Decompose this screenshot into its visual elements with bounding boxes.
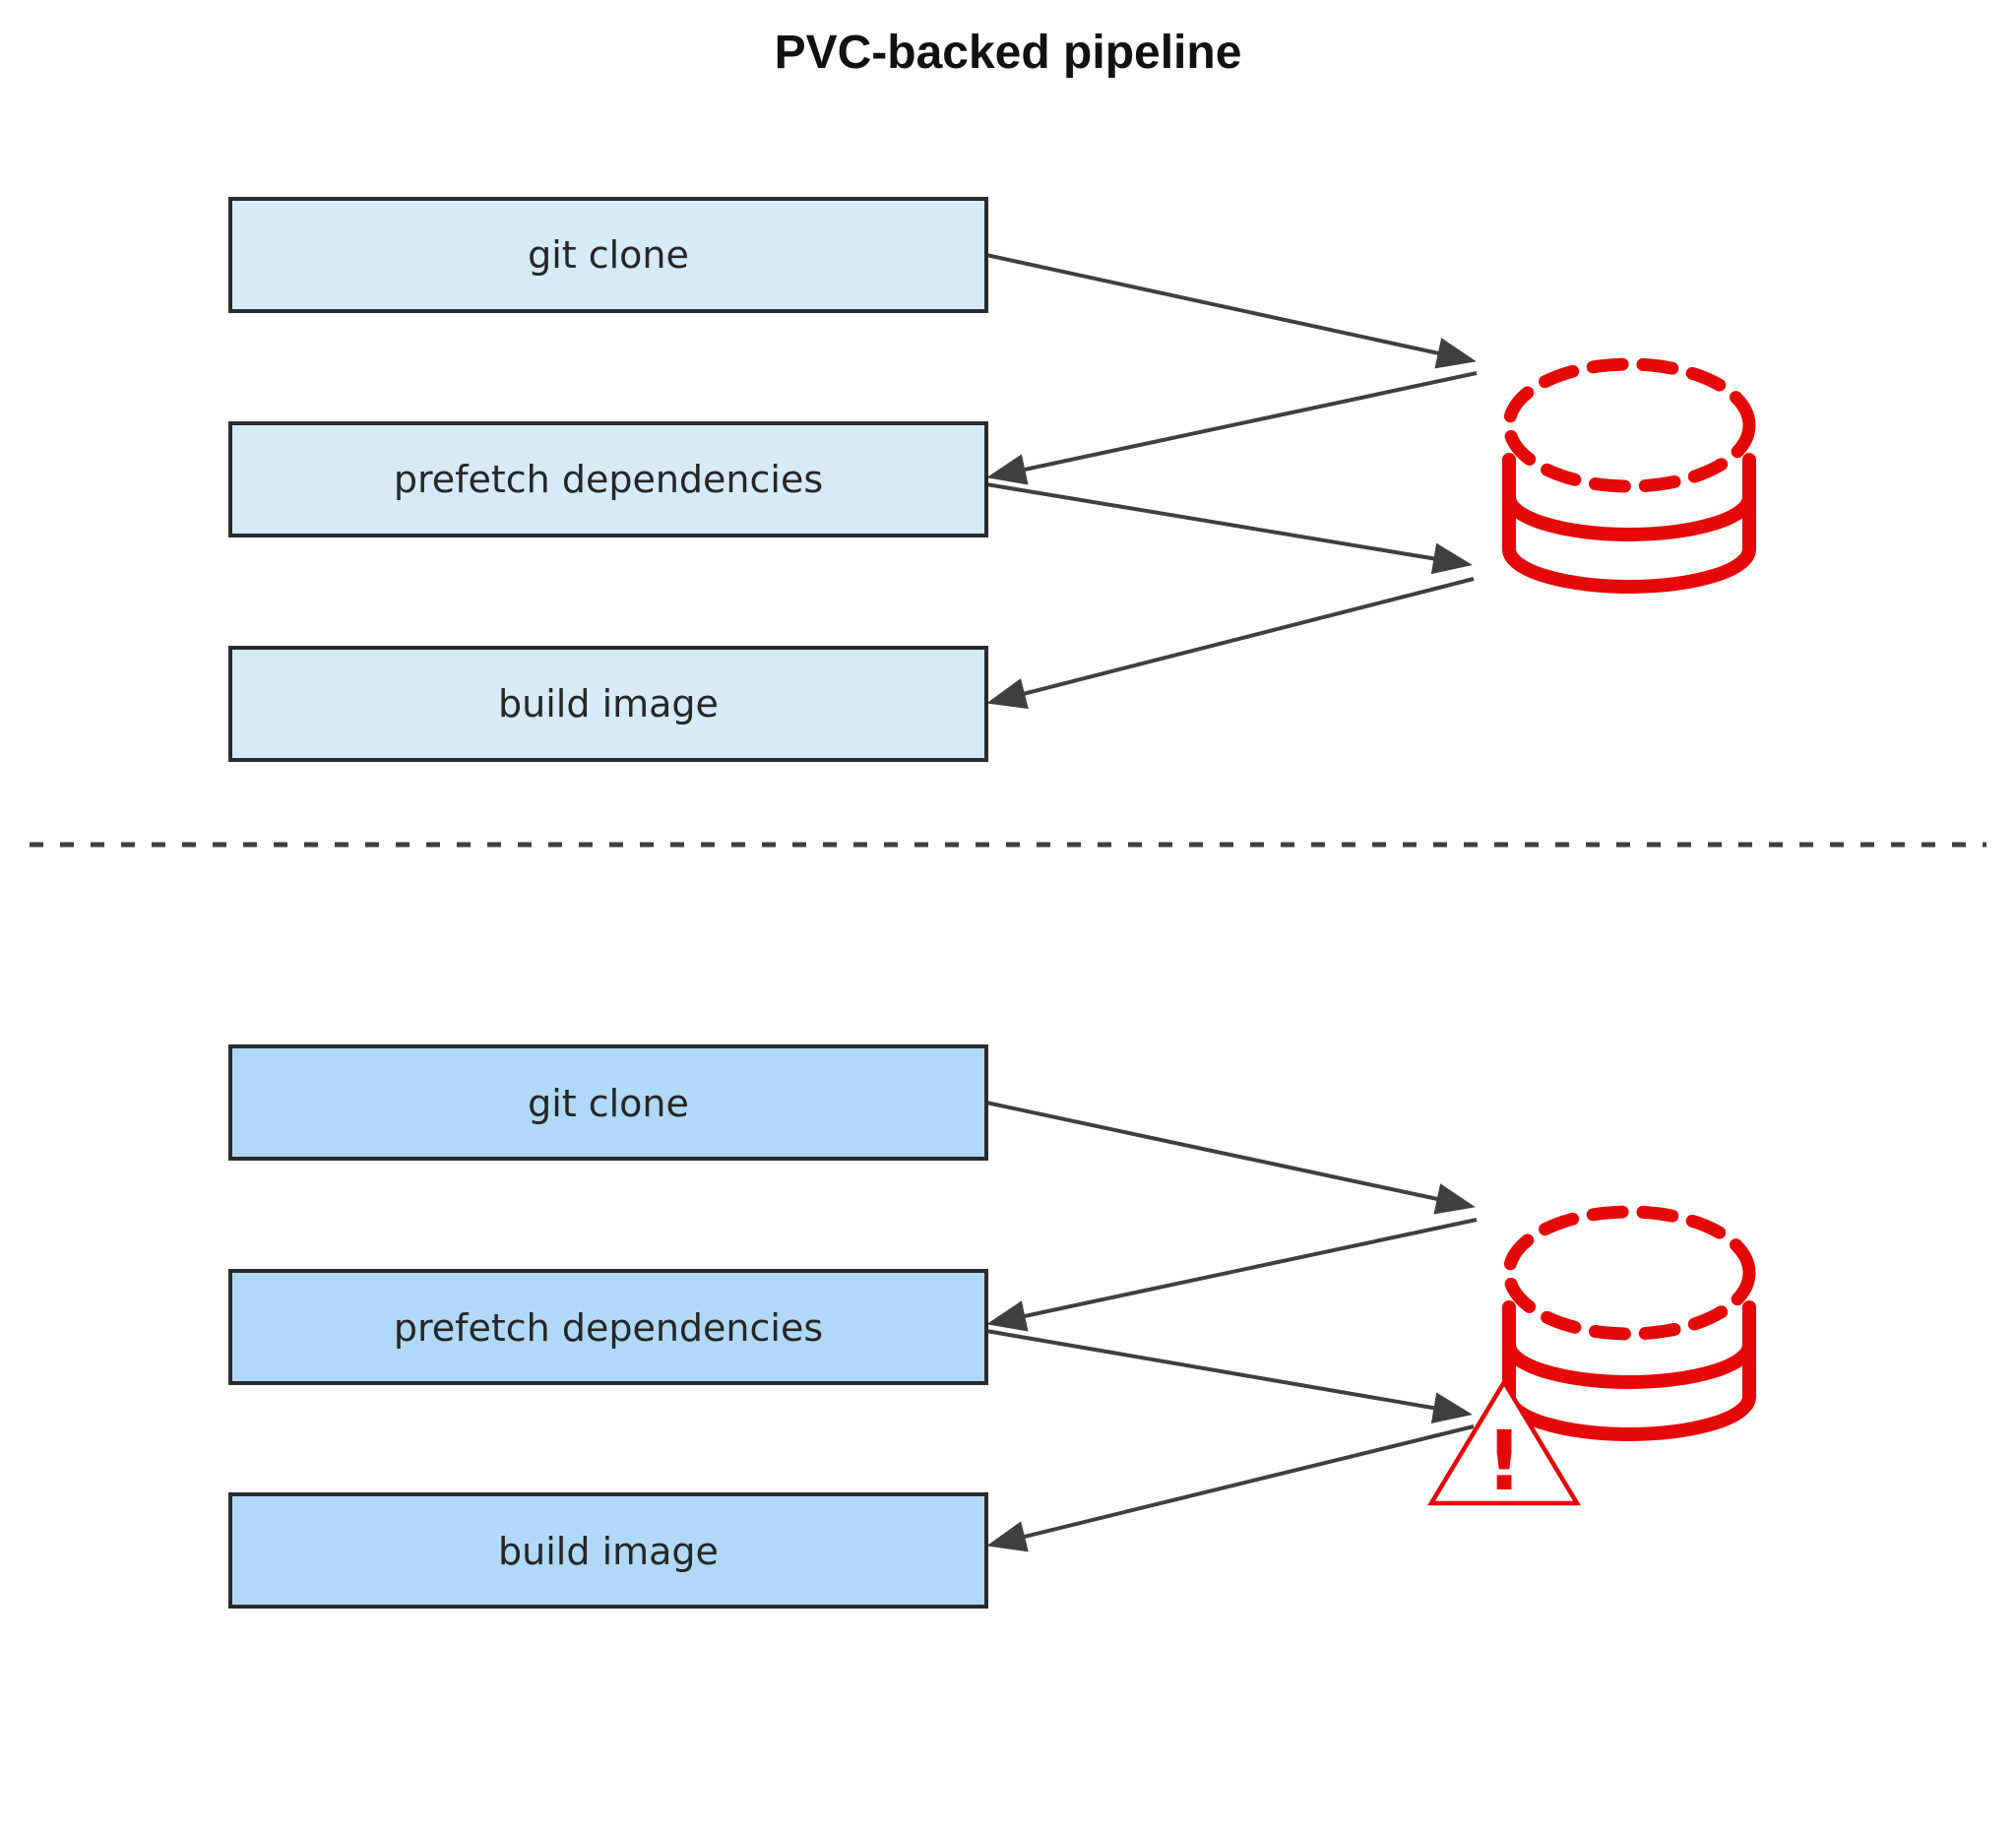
step-box-prefetch-dependencies: prefetch dependencies bbox=[228, 421, 988, 537]
warning-triangle-outline bbox=[1427, 1377, 1581, 1506]
top-pipeline-section: git clone prefetch dependencies build im… bbox=[228, 197, 1756, 762]
step-box bbox=[228, 646, 988, 762]
step-box-prefetch-dependencies: prefetch dependencies bbox=[228, 1269, 988, 1385]
db-top-dashed-ellipse bbox=[1502, 1205, 1756, 1341]
step-label: prefetch dependencies bbox=[394, 458, 823, 501]
arrow-git-clone-to-pvc bbox=[985, 253, 1477, 369]
arrow-git-clone-to-pvc bbox=[985, 1101, 1476, 1215]
db-middle-rim bbox=[1502, 490, 1756, 541]
arrow-pvc-to-build-image bbox=[986, 577, 1475, 710]
step-label: build image bbox=[498, 682, 719, 726]
step-box-git-clone: git clone bbox=[228, 197, 988, 313]
step-box bbox=[228, 197, 988, 313]
db-top-dashed-ellipse bbox=[1502, 357, 1756, 493]
step-label: prefetch dependencies bbox=[394, 1306, 823, 1350]
exclamation-triangle-icon: ! bbox=[1427, 1377, 1581, 1509]
step-label: git clone bbox=[528, 1082, 689, 1125]
database-cylinder-dashed-icon bbox=[1502, 357, 1756, 594]
step-box bbox=[228, 1044, 988, 1161]
db-body-outline bbox=[1502, 453, 1756, 594]
arrow-pvc-to-prefetch bbox=[986, 371, 1478, 485]
arrow-pvc-to-build-image bbox=[986, 1424, 1475, 1552]
page-title: PVC-backed pipeline bbox=[775, 27, 1242, 79]
step-box bbox=[228, 421, 988, 537]
arrow-prefetch-to-pvc bbox=[985, 482, 1473, 575]
step-label: build image bbox=[498, 1530, 719, 1573]
step-box-build-image: build image bbox=[228, 646, 988, 762]
warning-exclamation-glyph: ! bbox=[1485, 1413, 1523, 1509]
step-box bbox=[228, 1269, 988, 1385]
db-middle-rim bbox=[1502, 1338, 1756, 1389]
step-box-build-image: build image bbox=[228, 1492, 988, 1609]
arrow-pvc-to-prefetch bbox=[986, 1218, 1478, 1332]
bottom-pipeline-section: git clone prefetch dependencies build im… bbox=[228, 1044, 1756, 1609]
step-box-git-clone: git clone bbox=[228, 1044, 988, 1161]
database-cylinder-dashed-icon bbox=[1502, 1205, 1756, 1441]
step-box bbox=[228, 1492, 988, 1609]
step-label: git clone bbox=[528, 233, 689, 277]
arrow-prefetch-to-pvc bbox=[985, 1329, 1473, 1424]
